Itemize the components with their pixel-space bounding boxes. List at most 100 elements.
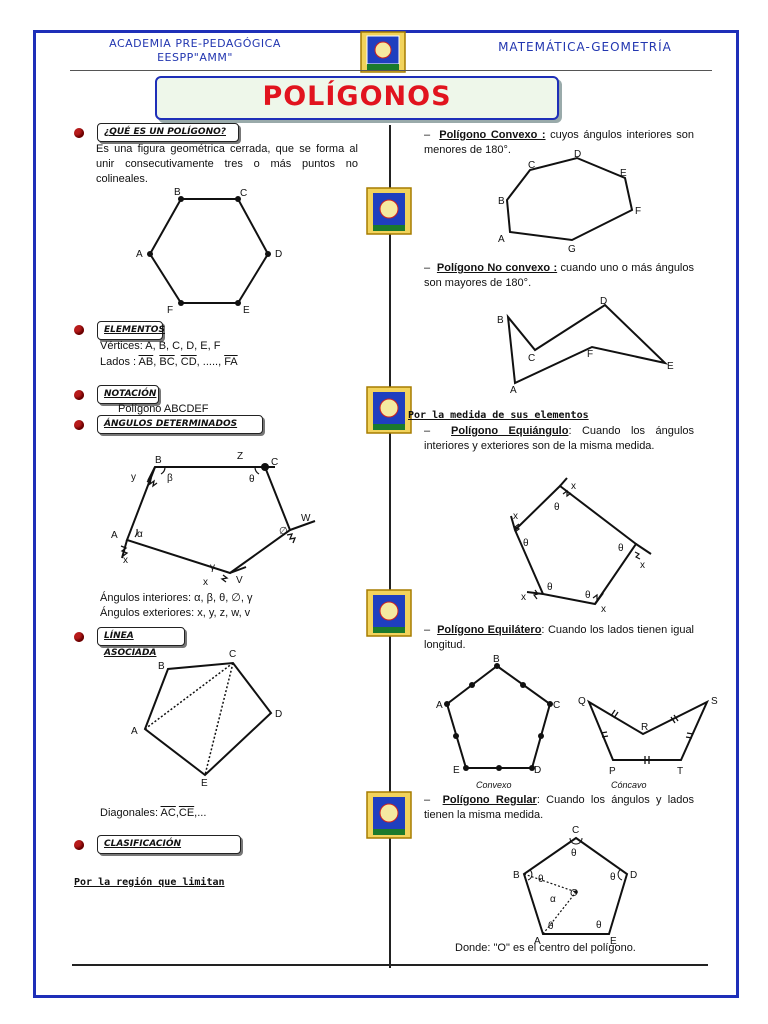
regular-theta-right: θ [610, 872, 616, 883]
angles-label-y: y [131, 472, 136, 483]
angles-label-z: Z [237, 451, 243, 462]
convexo-label-g: G [568, 244, 576, 255]
angulos-interiores-text: Ángulos interiores: α, β, θ, ∅, γ [100, 592, 253, 604]
linea-label-d: D [275, 709, 282, 720]
por-region-row: Por la región que limitan [74, 875, 374, 890]
hex-label-d: D [275, 249, 282, 260]
angles-label-v: V [236, 575, 243, 586]
bullet-icon [74, 128, 84, 138]
convexo-label-b: B [498, 196, 505, 207]
regular-diagram: C D E A B O α θ θ θ θ θ [513, 825, 637, 947]
diagonales-prefix: Diagonales: [100, 807, 159, 819]
page-title: POLÍGONOS [262, 81, 452, 112]
penta-label-a: A [436, 700, 443, 711]
vertices-text: Vértices: A, B, C, D, E, F [100, 340, 221, 352]
penta-label-d: D [534, 765, 541, 776]
academy-code: EESPP"AMM" [157, 51, 233, 64]
crest-logo [366, 187, 412, 235]
convexo-diagram: A B C D E F G [498, 149, 641, 255]
diagonales-row: Diagonales: AC,CE,... [100, 807, 207, 819]
penta-label-b: B [493, 654, 500, 665]
angles-label-alpha: α [137, 529, 143, 540]
bullet-icon [74, 390, 84, 400]
equiangulo-description: : Cuando los ángulos interiores y exteri… [424, 425, 694, 452]
noconvexo-label-d: D [600, 296, 607, 307]
section-angulos: ÁNGULOS DETERMINADOS [97, 415, 263, 434]
equi-theta-bottom-left: θ [547, 582, 553, 593]
segment-ac: AC [160, 807, 176, 819]
equilatero-title: Polígono Equilátero [437, 624, 542, 636]
concavo-label-r: R [641, 722, 648, 733]
equiangulo-title: Polígono Equiángulo [451, 425, 569, 437]
segment-ellipsis: ..... [202, 356, 219, 368]
concavo-label-s: S [711, 696, 718, 707]
concavo-label-p: P [609, 766, 616, 777]
equi-theta-right: θ [618, 543, 624, 554]
angulos-exteriores-row: Ángulos exteriores: x, y, z, w, v [100, 606, 370, 621]
equiangulo-diagram: θ θ θ θ θ x x x x x [510, 477, 652, 615]
equilatero-description: : Cuando los lados tienen igual longitud… [424, 624, 694, 651]
equi-x-right: x [640, 560, 645, 571]
linea-label-e: E [201, 778, 208, 789]
hexagon-diagram: A B C D E F [136, 187, 282, 316]
lados-prefix: Lados : [100, 356, 137, 368]
convexo-title: Polígono Convexo : [439, 129, 546, 141]
linea-label-b: B [158, 661, 165, 672]
convexo-text: – Polígono Convexo : cuyos ángulos inter… [424, 129, 694, 156]
convexo-label-d: D [574, 149, 581, 160]
concavo-caption: Cóncavo [611, 780, 647, 790]
por-region-text: Por la región que limitan [74, 877, 225, 888]
bullet-icon [74, 420, 84, 430]
vertices-row: Vértices: A, B, C, D, E, F [100, 339, 360, 354]
angles-label-x2: x [203, 577, 208, 588]
noconvexo-title: Polígono No convexo : [436, 262, 558, 274]
hex-label-a: A [136, 249, 143, 260]
crest-logo [360, 31, 406, 73]
segment-cd: CD [180, 356, 197, 368]
lados-row: Lados : AB, BC, CD, ....., FA [100, 356, 238, 368]
crest-logo [366, 589, 412, 637]
noconvexo-text: – Polígono No convexo : cuando uno o más… [424, 262, 694, 289]
regular-theta-top: θ [571, 848, 577, 859]
equi-theta-left: θ [523, 538, 529, 549]
equi-theta-bottom-right: θ [585, 590, 591, 601]
noconvexo-label-a: A [510, 385, 517, 396]
angulos-interiores-row: Ángulos interiores: α, β, θ, ∅, γ [100, 591, 370, 606]
noconvexo-diagram: A B C D E F [497, 296, 674, 396]
angles-label-w: W [301, 513, 311, 524]
regular-label-b: B [513, 870, 520, 881]
academy-name: ACADEMIA PRE-PEDAGÓGICA [109, 37, 281, 50]
hex-label-c: C [240, 188, 247, 199]
diagonales-suffix: ,... [194, 807, 207, 819]
regular-text: – Polígono Regular: Cuando los ángulos y… [424, 794, 695, 821]
por-medida-text: Por la medida de sus elementos [408, 410, 589, 421]
regular-theta-left: θ [538, 874, 544, 885]
segment-bc: BC [159, 356, 175, 368]
convexo-label-a: A [498, 234, 505, 245]
segment-ab: AB [138, 356, 154, 368]
equilatero-convex-diagram: B C D E A Convexo [436, 654, 560, 790]
equilatero-concave-diagram: Q R S P T Cóncavo [578, 696, 718, 790]
header-rule [70, 70, 712, 71]
regular-description: : Cuando los ángulos y lados tienen la m… [424, 794, 695, 821]
convexo-description: cuyos ángulos interiores son menores de … [424, 129, 694, 156]
footer-rule [72, 964, 708, 966]
concavo-label-t: T [677, 766, 683, 777]
noconvexo-label-f: F [587, 349, 593, 360]
header-subject: MATEMÁTICA-GEOMETRÍA [498, 40, 672, 54]
definition-text: Es una figura geométrica cerrada, que se… [96, 143, 358, 185]
crest-logo [366, 791, 412, 839]
convexo-label-f: F [635, 206, 641, 217]
equi-x-left: x [513, 511, 518, 522]
linea-label-a: A [131, 726, 138, 737]
equi-x-top: x [571, 481, 576, 492]
angles-label-beta: β [167, 473, 173, 484]
bullet-icon [74, 325, 84, 335]
equi-theta-top: θ [554, 502, 560, 513]
angles-label-c: C [271, 457, 278, 468]
angles-label-x: x [123, 555, 128, 566]
equilatero-text: – Polígono Equilátero: Cuando los lados … [424, 624, 694, 651]
convexo-label-c: C [528, 160, 535, 171]
bullet-icon [74, 632, 84, 642]
notacion-text: Polígono ABCDEF [118, 403, 209, 415]
